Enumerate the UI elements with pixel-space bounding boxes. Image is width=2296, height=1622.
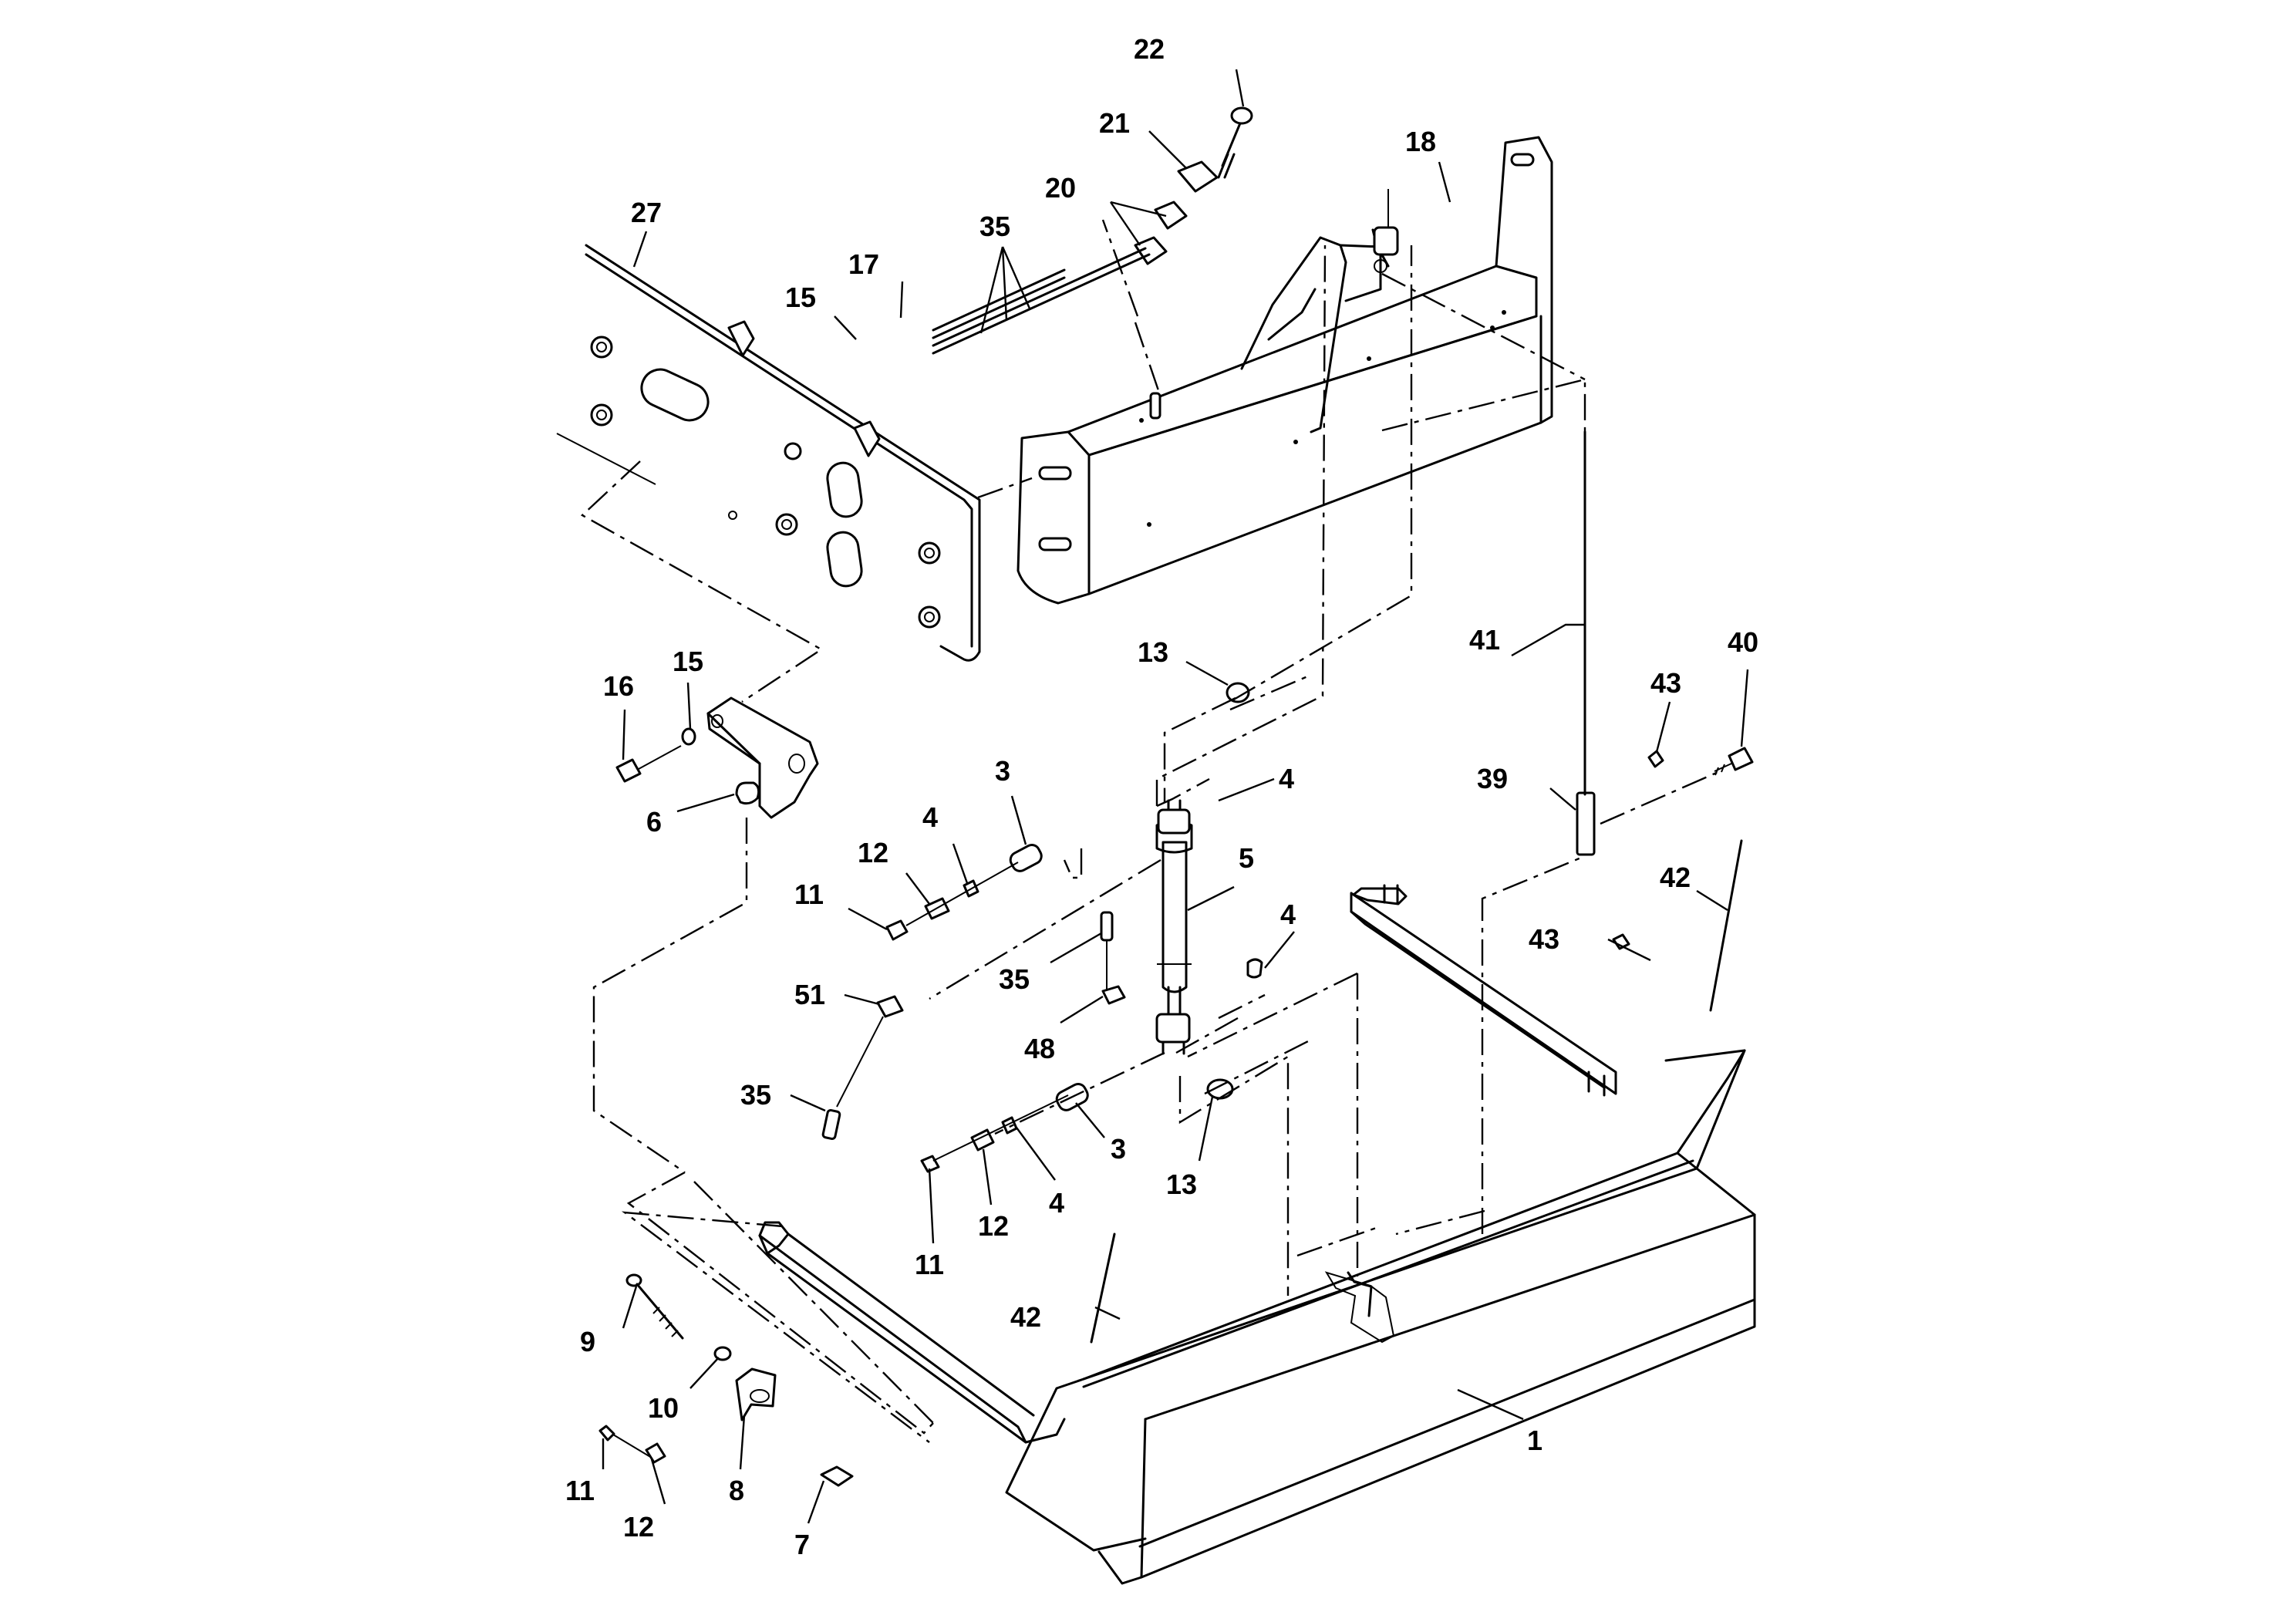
callout-11: 11 xyxy=(915,1249,944,1280)
callout-43: 43 xyxy=(1529,923,1559,955)
callout-3: 3 xyxy=(995,755,1010,787)
frame-plate-27 xyxy=(556,244,981,662)
crossbar-left xyxy=(758,1221,1066,1444)
callout-40: 40 xyxy=(1728,626,1758,658)
crossbar-right xyxy=(1350,884,1617,1097)
callout-16: 16 xyxy=(603,670,634,702)
callout-4: 4 xyxy=(1280,899,1296,930)
callout-5: 5 xyxy=(1239,842,1254,874)
blade-1 xyxy=(1005,1049,1756,1585)
callout-9: 9 xyxy=(580,1326,595,1357)
callout-6: 6 xyxy=(646,806,662,838)
bolt-43-lower xyxy=(1612,933,1630,950)
callout-12: 12 xyxy=(623,1511,654,1543)
callout-15: 15 xyxy=(673,646,703,677)
bushing-13-upper xyxy=(1226,682,1250,703)
callout-18: 18 xyxy=(1405,126,1436,157)
callout-39: 39 xyxy=(1477,763,1508,794)
callout-4: 4 xyxy=(1279,763,1294,794)
callout-17: 17 xyxy=(848,248,879,280)
callout-11: 11 xyxy=(794,878,824,910)
callout-13: 13 xyxy=(1166,1168,1197,1200)
callout-3: 3 xyxy=(1111,1133,1126,1165)
callout-35: 35 xyxy=(979,211,1010,242)
callout-4: 4 xyxy=(922,801,938,833)
assembly-centerlines xyxy=(580,219,1721,1443)
bolt-43-upper xyxy=(1647,750,1664,768)
callout-8: 8 xyxy=(729,1475,744,1506)
callout-41: 41 xyxy=(1469,624,1500,656)
callout-15: 15 xyxy=(785,282,816,313)
marker-rod-42-left xyxy=(1090,1233,1116,1344)
sleeve-39 xyxy=(1576,791,1596,856)
callout-12: 12 xyxy=(978,1210,1009,1242)
callout-35: 35 xyxy=(999,963,1030,995)
bolt-40 xyxy=(1714,747,1754,776)
marker-rod-42-right xyxy=(1709,839,1743,1012)
hose-fittings xyxy=(821,911,1126,1141)
hydraulic-cylinder-5 xyxy=(1155,799,1193,1055)
callout-13: 13 xyxy=(1138,636,1168,668)
callout-12: 12 xyxy=(858,837,888,868)
leader-lines xyxy=(602,69,1749,1524)
callout-4: 4 xyxy=(1049,1187,1064,1219)
callout-labels: 22 21 20 35 18 27 17 15 13 41 40 43 16 1… xyxy=(565,33,1758,1560)
callout-21: 21 xyxy=(1099,107,1130,139)
lower-left-hardware xyxy=(598,1273,854,1487)
callout-22: 22 xyxy=(1134,33,1165,65)
callout-42: 42 xyxy=(1660,862,1691,893)
callout-20: 20 xyxy=(1045,172,1076,204)
callout-48: 48 xyxy=(1024,1033,1055,1064)
callout-7: 7 xyxy=(794,1529,810,1560)
callout-35: 35 xyxy=(740,1079,771,1111)
callout-1: 1 xyxy=(1527,1425,1542,1456)
mount-bracket xyxy=(615,696,819,819)
main-beam-18 xyxy=(1017,136,1553,605)
lever-assembly xyxy=(932,106,1253,355)
pin-assembly-lower xyxy=(920,958,1263,1173)
pin-assembly-upper xyxy=(885,844,1043,941)
callout-42: 42 xyxy=(1010,1301,1041,1333)
callout-10: 10 xyxy=(648,1392,679,1424)
callout-27: 27 xyxy=(631,197,662,228)
callout-43: 43 xyxy=(1650,667,1681,699)
callout-51: 51 xyxy=(794,979,825,1010)
callout-11: 11 xyxy=(565,1475,595,1506)
